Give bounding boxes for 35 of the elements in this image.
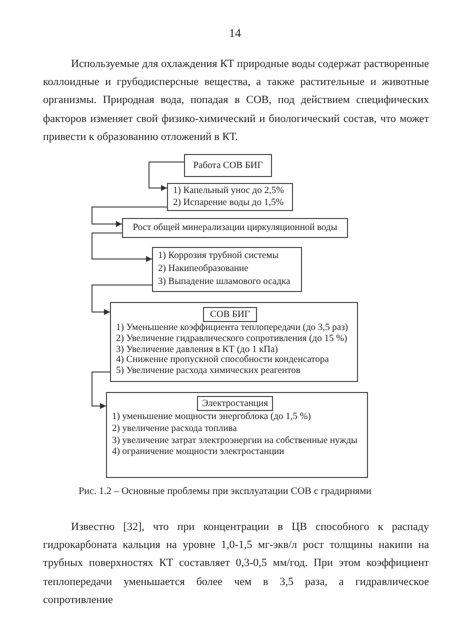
list-item: 3) Увеличение давления в КТ (до 1 кПа) <box>116 344 278 355</box>
connector-arrow <box>148 162 184 191</box>
list-item: 2) Увеличение гидравлического сопротивления (до 15 %) <box>116 334 348 345</box>
list-item: 1) Капельный унос до 2,5% <box>173 185 284 197</box>
process-box <box>106 392 368 478</box>
page-number: 14 <box>229 25 241 42</box>
paragraph: Используемые для охлаждения КТ природные воды содержат растворенные коллоидные и грубодисперсные вещества, а также растительные и животные организмы. Природная вода, попадая в СОВ, под действием специфических факторов изменяет свой физико-химический и биологический состав, что может привести к образованию отложений в КТ. <box>43 57 429 145</box>
list-item: 1) уменьшение мощности энергоблока (до 1,5 %) <box>112 412 311 424</box>
list-item: 3) Выпадение шламового осадка <box>158 276 290 289</box>
box-title: СОВ БИГ <box>210 308 250 320</box>
list-item: 1) Уменьшение коэффициента теплопередачи (до 3,5 раз) <box>116 323 348 334</box>
connector-arrow <box>92 206 168 227</box>
list-item: 4) ограничение мощности электростанции <box>112 447 284 460</box>
paragraph: Известно [32], что при концентрации в ЦВ способного к распаду гидрокарбоната кальция на уровне 1,0-1,5 мг-экв/л рост толщины накипи на трубных поверхностях КТ составляет 0,3-0,5 мм/год. При этом коэффициент теплопередачи уменьшается более чем в 3,5 раза, а гидравлическое сопротивление <box>43 520 429 608</box>
list-item: 1) Коррозия трубной системы <box>158 250 279 263</box>
list-item: 3) увеличение затрат электроэнергии на собственные нужды <box>112 436 358 448</box>
connector-arrow <box>92 284 152 315</box>
figure-caption: Рис. 1.2 – Основные проблемы при эксплуатации СОВ с градирнями <box>78 485 372 499</box>
list-item: 2) увеличение расхода топлива <box>112 424 237 436</box>
box-title: Электростанция <box>202 398 268 410</box>
list-item: 2) Накипеобразование <box>158 263 248 276</box>
box-title: Рост общей минерализации циркуляционной воды <box>132 222 338 234</box>
process-box <box>184 154 272 177</box>
title-box <box>197 396 273 411</box>
process-box <box>167 183 293 211</box>
process-box <box>110 302 358 382</box>
list-item: 5) Увеличение расхода химических реагентов <box>116 366 300 377</box>
list-item: 2) Испарение воды до 1,5% <box>173 197 284 209</box>
connector-arrow <box>92 372 110 409</box>
list-item: 4) Снижение пропускной способности конденсатора <box>116 355 329 366</box>
box-title: Работа СОВ БИГ <box>193 160 263 172</box>
process-box <box>152 247 302 292</box>
connector-arrow <box>92 232 152 262</box>
process-box <box>122 218 348 238</box>
title-box <box>203 307 257 322</box>
